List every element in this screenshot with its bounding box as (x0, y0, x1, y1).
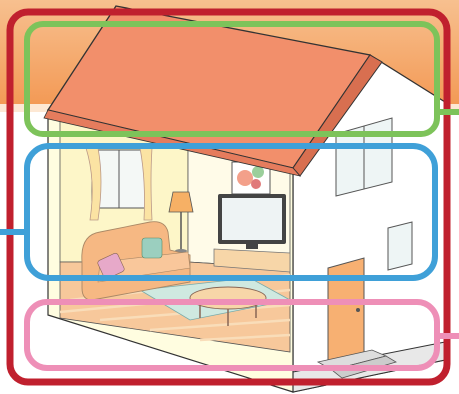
cushion-teal (142, 238, 162, 258)
room-zone-connector (0, 229, 27, 235)
floor-zone-connector (437, 333, 459, 339)
roof-zone-connector (437, 109, 459, 115)
side-window-lower (388, 222, 412, 270)
television-icon (214, 194, 290, 272)
